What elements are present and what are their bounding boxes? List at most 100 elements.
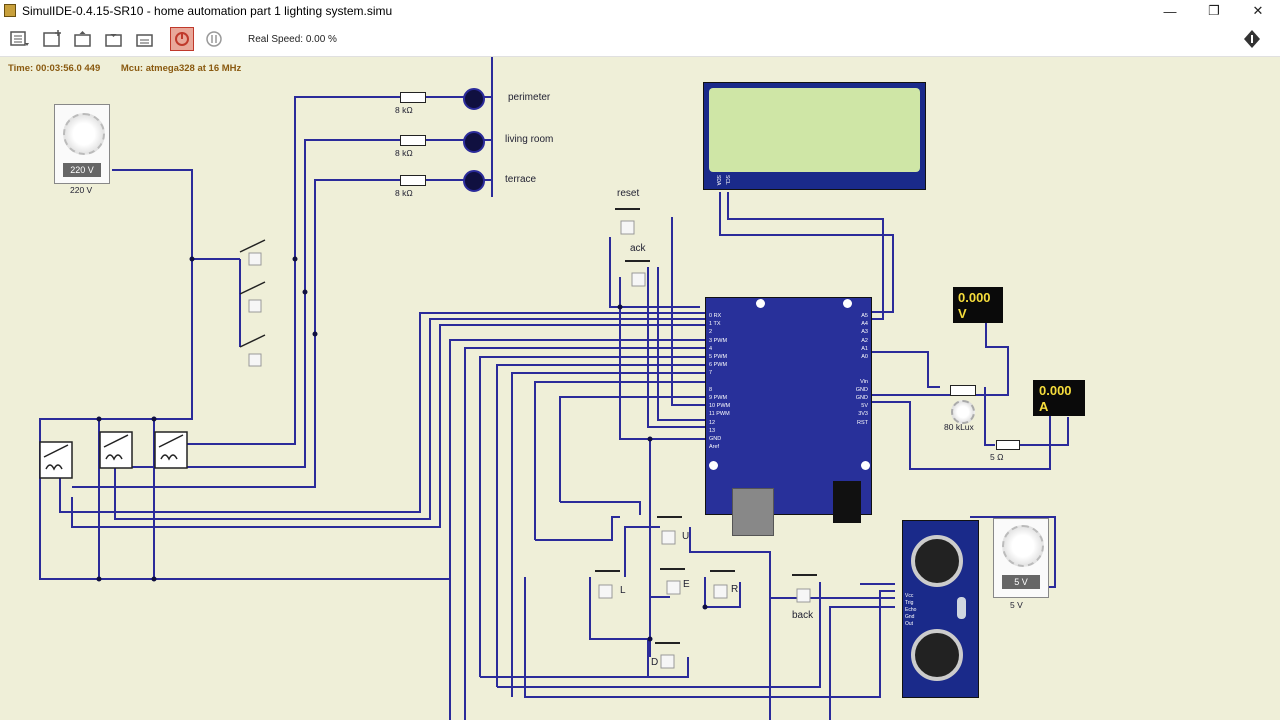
mcu-info: Mcu: atmega328 at 16 MHz — [120, 63, 242, 74]
down-button-label[interactable]: D — [651, 657, 659, 668]
save-as-button[interactable] — [134, 27, 158, 51]
close-button[interactable]: ✕ — [1252, 3, 1264, 18]
arduino-pin-label: 3V3 — [858, 411, 868, 418]
ldr-label: 80 kLux — [944, 422, 974, 432]
sonar-crystal — [957, 597, 966, 619]
voltage-knob[interactable] — [63, 113, 105, 155]
ammeter[interactable]: 0.000 A — [1033, 380, 1085, 416]
pause-icon — [206, 31, 222, 47]
arduino-pin-label: A2 — [861, 337, 868, 344]
restore-button[interactable]: ❐ — [1208, 3, 1220, 18]
lamp-label-perimeter: perimeter — [508, 92, 551, 103]
component-list-button[interactable] — [8, 27, 32, 51]
ldr-knob[interactable] — [951, 400, 975, 424]
save-circuit-button[interactable] — [103, 27, 127, 51]
dc-source-display: 5 V — [1002, 575, 1040, 589]
resistor-living-room[interactable] — [400, 135, 426, 146]
new-circuit-button[interactable] — [41, 27, 65, 51]
arduino-pin-label: 2 — [709, 329, 713, 336]
arduino-pin-label: A5 — [861, 313, 868, 319]
pause-button[interactable] — [202, 27, 226, 51]
lcd-pin-scl: SCL — [724, 175, 730, 185]
arduino-pin-label: 3 PWM — [709, 337, 728, 344]
arduino-pin-label: 8 — [709, 386, 713, 393]
ldr-sensor[interactable] — [950, 385, 976, 396]
circuit-wires — [39, 57, 1069, 720]
list-icon — [10, 31, 29, 46]
open-circuit-button[interactable] — [72, 27, 96, 51]
arduino-pin-label: A3 — [861, 329, 868, 336]
arduino-pin-label: GND — [709, 436, 722, 443]
dc-voltage-knob[interactable] — [1002, 525, 1044, 567]
dc-voltage-source[interactable]: 5 V — [993, 518, 1049, 598]
minimize-button[interactable]: — — [1163, 3, 1177, 19]
dc-source-label: 5 V — [1010, 600, 1023, 610]
arduino-pin-label: A1 — [861, 345, 868, 352]
lcd-pin-sda: SDA — [715, 175, 721, 186]
resistor-label: 8 kΩ — [395, 105, 413, 115]
window-title: SimulIDE-0.4.15-SR10 - home automation p… — [22, 4, 393, 18]
resistor-terrace[interactable] — [400, 175, 426, 186]
mount-hole — [861, 461, 870, 470]
resistor-perimeter[interactable] — [400, 92, 426, 103]
arduino-pin-label: 6 PWM — [709, 362, 728, 369]
voltmeter[interactable]: 0.000 V — [953, 287, 1003, 323]
left-button-label[interactable]: L — [620, 585, 626, 596]
arduino-pin-label: 5V — [861, 403, 868, 410]
info-button[interactable] — [1240, 27, 1264, 51]
ammeter-value: 0.000 — [1039, 383, 1072, 398]
lamp-perimeter[interactable] — [463, 88, 485, 110]
sonar-transducer — [911, 629, 963, 681]
power-button[interactable] — [170, 27, 194, 51]
status-line: Time: 00:03:56.0 449 Mcu: atmega328 at 1… — [8, 63, 259, 74]
ac-source-label: 220 V — [70, 185, 93, 195]
title-bar: SimulIDE-0.4.15-SR10 - home automation p… — [0, 0, 1280, 22]
arduino-pin-label: GND — [855, 395, 868, 402]
toolbar: Real Speed: 0.00 % — [0, 22, 1280, 57]
voltmeter-unit: V — [958, 306, 967, 321]
arduino-pin-label: Vin — [860, 378, 868, 385]
up-button-label[interactable]: U — [682, 531, 690, 542]
shunt-resistor[interactable] — [996, 440, 1020, 450]
lamp-terrace[interactable] — [463, 170, 485, 192]
circuit-canvas[interactable]: Time: 00:03:56.0 449 Mcu: atmega328 at 1… — [0, 57, 1280, 720]
right-button-label[interactable]: R — [731, 584, 739, 595]
app-icon — [4, 4, 16, 17]
resistor-label: 8 kΩ — [395, 188, 413, 198]
reset-button-label[interactable]: reset — [617, 188, 640, 199]
power-icon — [175, 32, 189, 46]
mount-hole — [843, 299, 852, 308]
arduino-pin-label: 10 PWM — [709, 403, 731, 410]
new-file-icon — [43, 30, 61, 47]
enter-button-label[interactable]: E — [683, 579, 690, 590]
arduino-pin-label: 12 — [709, 419, 716, 426]
usb-connector — [732, 488, 774, 536]
back-button-label[interactable]: back — [792, 610, 814, 621]
lamp-living-room[interactable] — [463, 131, 485, 153]
arduino-pin-label: A4 — [861, 321, 868, 328]
arduino-pin-label: 11 PWM — [709, 411, 730, 418]
arduino-pin-label: 13 — [709, 427, 716, 434]
shunt-label: 5 Ω — [990, 452, 1004, 462]
sonar-transducer — [911, 535, 963, 587]
mount-hole — [756, 299, 765, 308]
arduino-pin-label: 7 — [709, 370, 713, 377]
lcd-display[interactable]: SDA SCL — [703, 82, 926, 190]
pin-spacer — [838, 369, 868, 377]
sonar-pin-label: Echo — [905, 607, 917, 613]
save-as-icon — [136, 34, 153, 47]
open-icon — [74, 31, 91, 47]
arduino-pin-label: 5 PWM — [709, 354, 728, 361]
save-icon — [105, 34, 122, 47]
arduino-pin-label: 0 RX — [709, 313, 722, 319]
ac-voltage-source[interactable]: 220 V — [54, 104, 110, 184]
ack-button-label[interactable]: ack — [630, 243, 646, 254]
lamp-label-terrace: terrace — [505, 174, 537, 185]
arduino-pin-label: 9 PWM — [709, 395, 728, 402]
arduino-pin-label: Aref — [709, 444, 720, 451]
